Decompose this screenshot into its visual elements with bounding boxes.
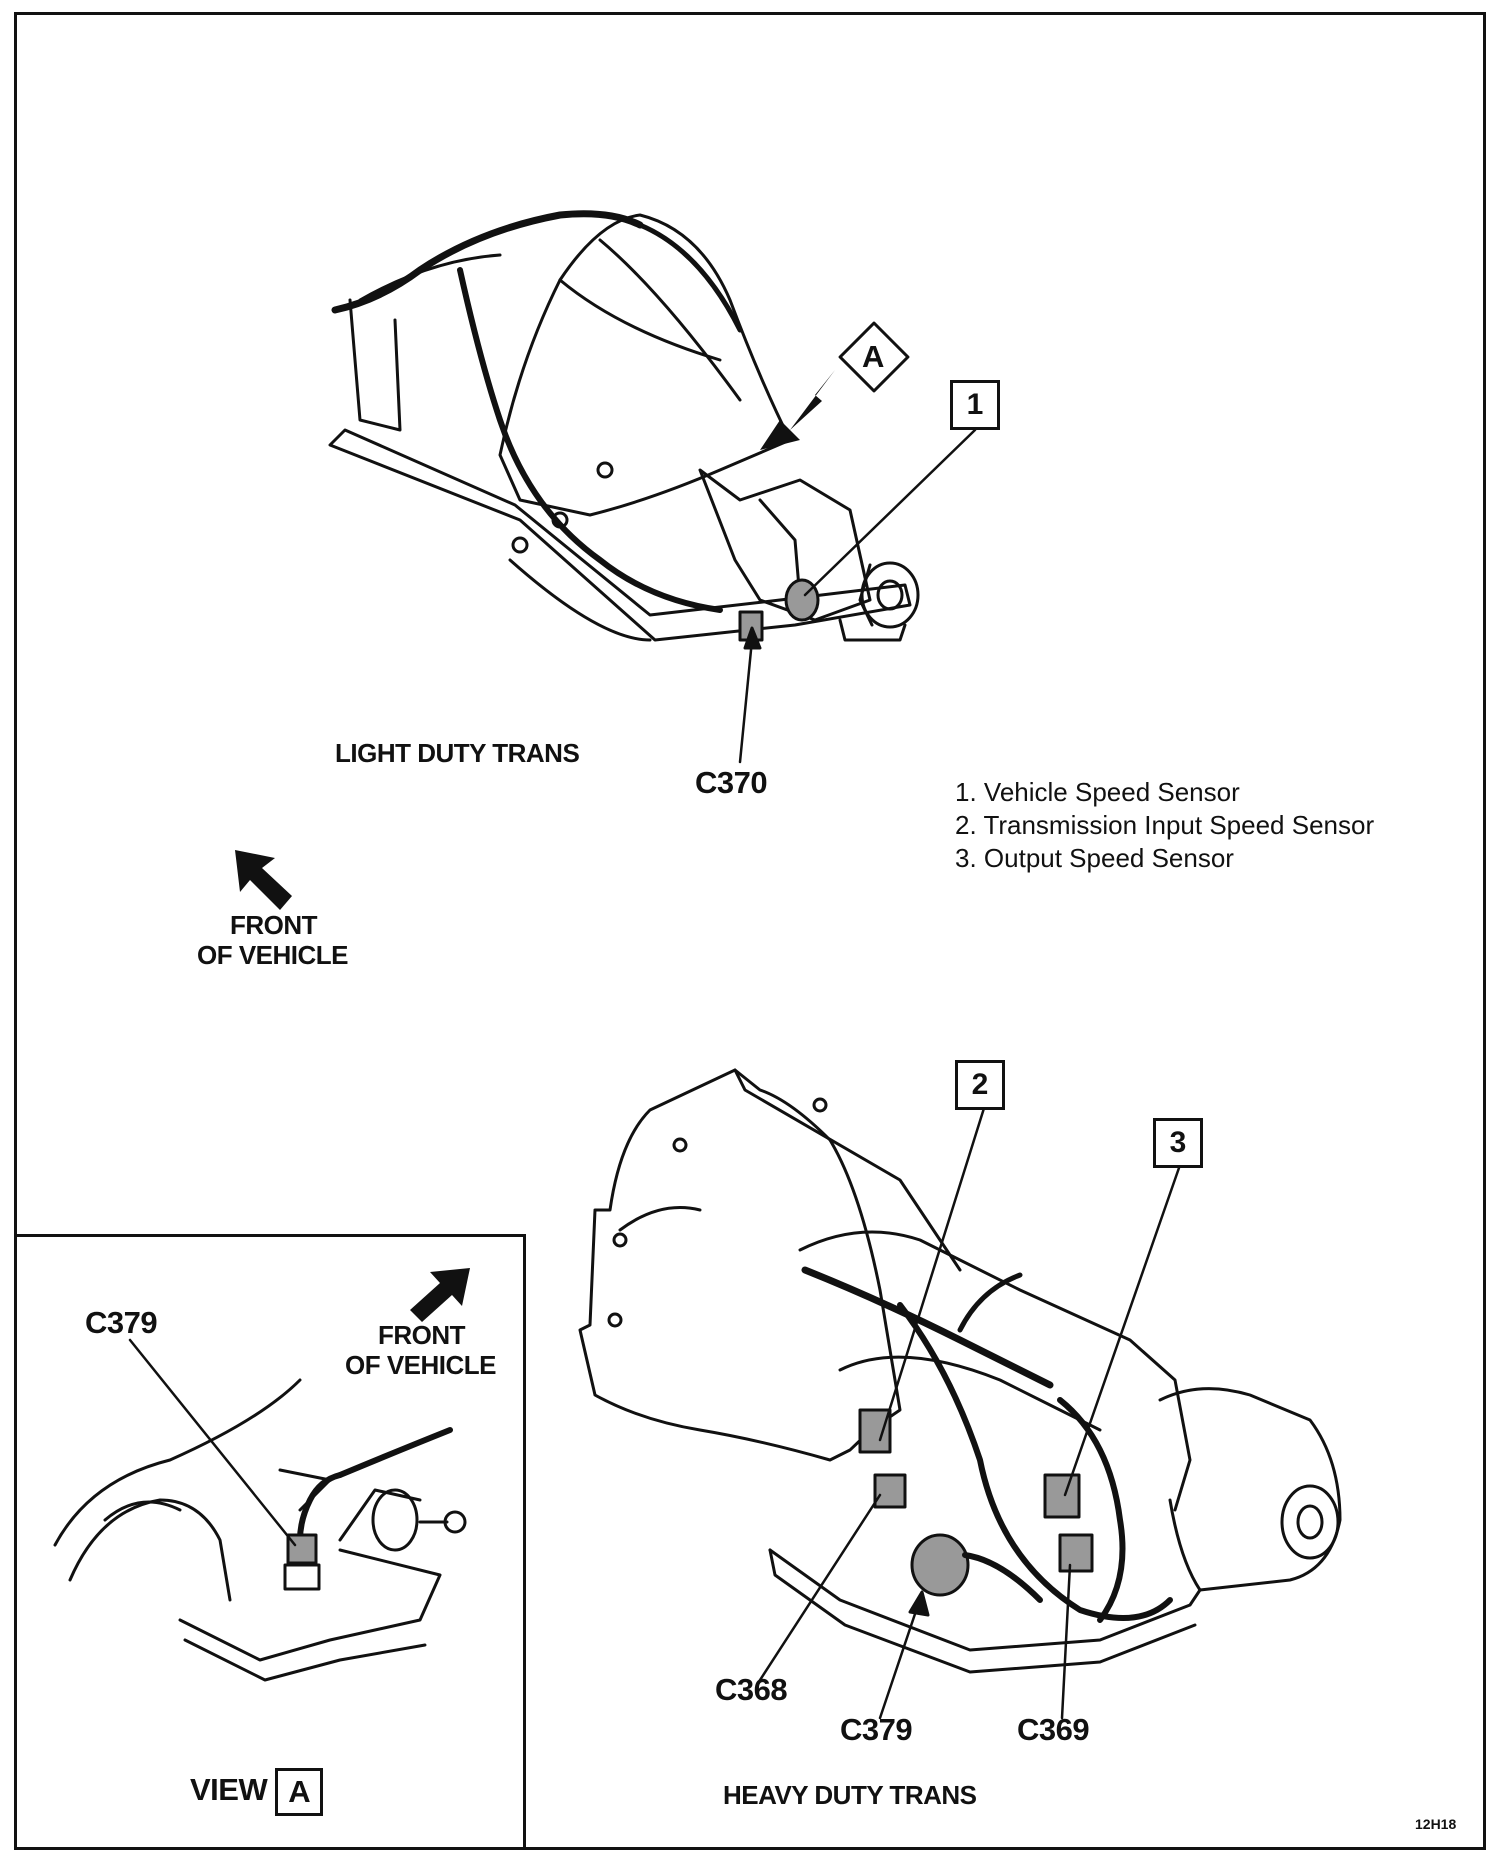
inset-view-drawing	[53, 1378, 467, 1682]
view-a-marker-box	[838, 321, 910, 393]
view-a-direction-arrow	[760, 370, 835, 450]
front-of-vehicle-main-line1: FRONT	[230, 910, 318, 940]
leader-line-3	[1063, 1163, 1182, 1497]
callout-2: 2	[955, 1060, 1005, 1110]
connector-c368-label: C368	[715, 1672, 788, 1707]
front-arrow-main-icon	[235, 850, 292, 910]
front-of-vehicle-main-line2: OF VEHICLE	[197, 940, 349, 970]
view-a-inset	[14, 1234, 526, 1850]
front-of-vehicle-inset-line1: FRONT	[378, 1320, 466, 1350]
legend-item-2: 2. Transmission Input Speed Sensor	[955, 810, 1375, 840]
sensor-legend: 1. Vehicle Speed Sensor 2. Transmission …	[955, 776, 1374, 875]
heavy-duty-transmission-drawing	[578, 1068, 1342, 1674]
leader-line-c370	[738, 638, 754, 764]
leader-line-1	[803, 428, 977, 597]
connector-c370-label: C370	[695, 765, 768, 800]
leader-line-c369	[1060, 1563, 1072, 1720]
view-a-caption-prefix: VIEW	[190, 1772, 268, 1808]
heavy-duty-trans-label: HEAVY DUTY TRANS	[723, 1780, 977, 1810]
light-duty-transmission-drawing	[328, 210, 920, 642]
front-of-vehicle-inset-line2: OF VEHICLE	[345, 1350, 497, 1380]
leader-line-c379-heavy	[878, 1603, 920, 1720]
legend-item-3: 3. Output Speed Sensor	[955, 843, 1234, 873]
front-arrow-inset-icon	[410, 1268, 470, 1322]
connector-c379-heavy-label: C379	[840, 1712, 913, 1747]
callout-1: 1	[950, 380, 1000, 430]
leader-arrow-c379-heavy	[908, 1590, 930, 1617]
view-a-marker-letter: A	[862, 339, 884, 374]
leader-line-c379-inset	[128, 1338, 297, 1547]
leader-line-c368	[758, 1493, 882, 1682]
view-a-caption-letter: A	[275, 1768, 324, 1816]
connector-c369-label: C369	[1017, 1712, 1090, 1747]
leader-line-2	[878, 1103, 987, 1442]
figure-code: 12H18	[1415, 1816, 1457, 1832]
legend-item-1: 1. Vehicle Speed Sensor	[955, 777, 1240, 807]
connector-c379-inset-label: C379	[85, 1305, 158, 1340]
callout-3: 3	[1153, 1118, 1203, 1168]
light-duty-trans-label: LIGHT DUTY TRANS	[335, 738, 580, 768]
diagram-frame	[14, 12, 1486, 1850]
leader-arrow-c370	[743, 626, 762, 650]
